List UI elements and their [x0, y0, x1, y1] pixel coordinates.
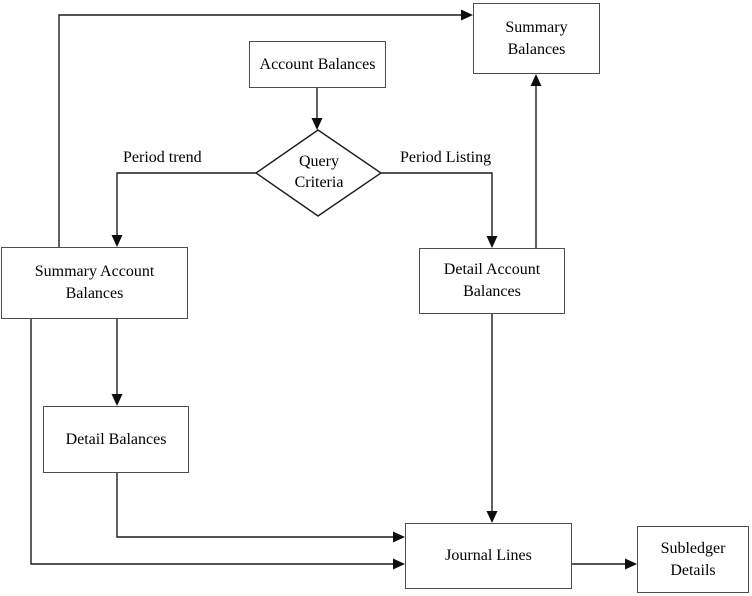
edge-summary-account-balances-to-summary-balances: [58, 9, 473, 247]
node-label-line: Details: [670, 561, 716, 579]
arrowhead-down-icon: [486, 236, 498, 248]
node-label-line: Journal Lines: [445, 547, 532, 564]
node-summary-account-balances: Summary Account Balances: [1, 247, 188, 319]
node-label-line: Balances: [65, 285, 124, 302]
arrowhead-down-icon: [111, 235, 123, 247]
edge-summary-account-balances-to-detail-balances: [111, 319, 123, 406]
node-journal-lines: Journal Lines: [405, 523, 572, 589]
edge-journal-lines-to-subledger-details: [572, 558, 637, 570]
arrowhead-right-icon: [461, 9, 473, 21]
node-query-criteria-diamond: [254, 129, 383, 217]
edge-query-criteria-to-summary-account-balances: [111, 172, 256, 247]
node-label-line: Detail Balances: [65, 430, 167, 448]
node-detail-balances: Detail Balances: [43, 406, 189, 473]
node-detail-account-balances-label: Detail Account Balances: [444, 259, 540, 303]
edge-query-criteria-to-detail-account-balances: [381, 172, 498, 248]
arrowhead-up-icon: [530, 74, 542, 86]
node-label-line: Criteria: [294, 174, 344, 191]
node-summary-balances-label: Summary Balances: [505, 17, 567, 61]
node-label-line: Balances: [507, 40, 566, 58]
edge-account-balances-to-query-criteria: [311, 88, 323, 130]
edge-label-period-trend: Period trend: [123, 149, 202, 166]
node-summary-balances: Summary Balances: [473, 3, 600, 74]
node-journal-lines-label: Journal Lines: [445, 545, 532, 567]
node-label-line: Subledger: [660, 539, 726, 557]
edge-detail-balances-to-journal-lines: [116, 473, 405, 543]
node-label-line: Summary Account: [34, 263, 155, 280]
node-subledger-details-label: Subledger Details: [661, 538, 726, 582]
edge-summary-account-balances-to-journal-lines: [30, 319, 405, 570]
node-label-line: Balances: [463, 283, 521, 300]
node-label-line: Summary: [505, 18, 568, 36]
node-summary-account-balances-label: Summary Account Balances: [35, 261, 155, 305]
arrowhead-down-icon: [486, 511, 498, 523]
edge-detail-account-balances-to-journal-lines: [486, 314, 498, 523]
node-label-line: Account Balances: [259, 55, 376, 73]
edge-label-period-listing: Period Listing: [400, 149, 492, 166]
node-detail-balances-label: Detail Balances: [66, 429, 167, 451]
arrowhead-down-icon: [111, 394, 123, 406]
node-label-line: Detail Account: [443, 261, 541, 278]
arrowhead-right-icon: [393, 558, 405, 570]
edge-detail-account-balances-to-summary-balances: [530, 74, 542, 248]
node-label-line: Query: [299, 153, 339, 170]
arrowhead-right-icon: [393, 531, 405, 543]
node-account-balances-label: Account Balances: [260, 54, 376, 76]
node-detail-account-balances: Detail Account Balances: [419, 248, 565, 314]
node-query-criteria-label: Query Criteria: [256, 151, 382, 193]
node-account-balances: Account Balances: [249, 41, 386, 88]
arrowhead-right-icon: [625, 558, 637, 570]
node-subledger-details: Subledger Details: [637, 526, 749, 593]
arrowhead-down-icon: [311, 118, 323, 130]
